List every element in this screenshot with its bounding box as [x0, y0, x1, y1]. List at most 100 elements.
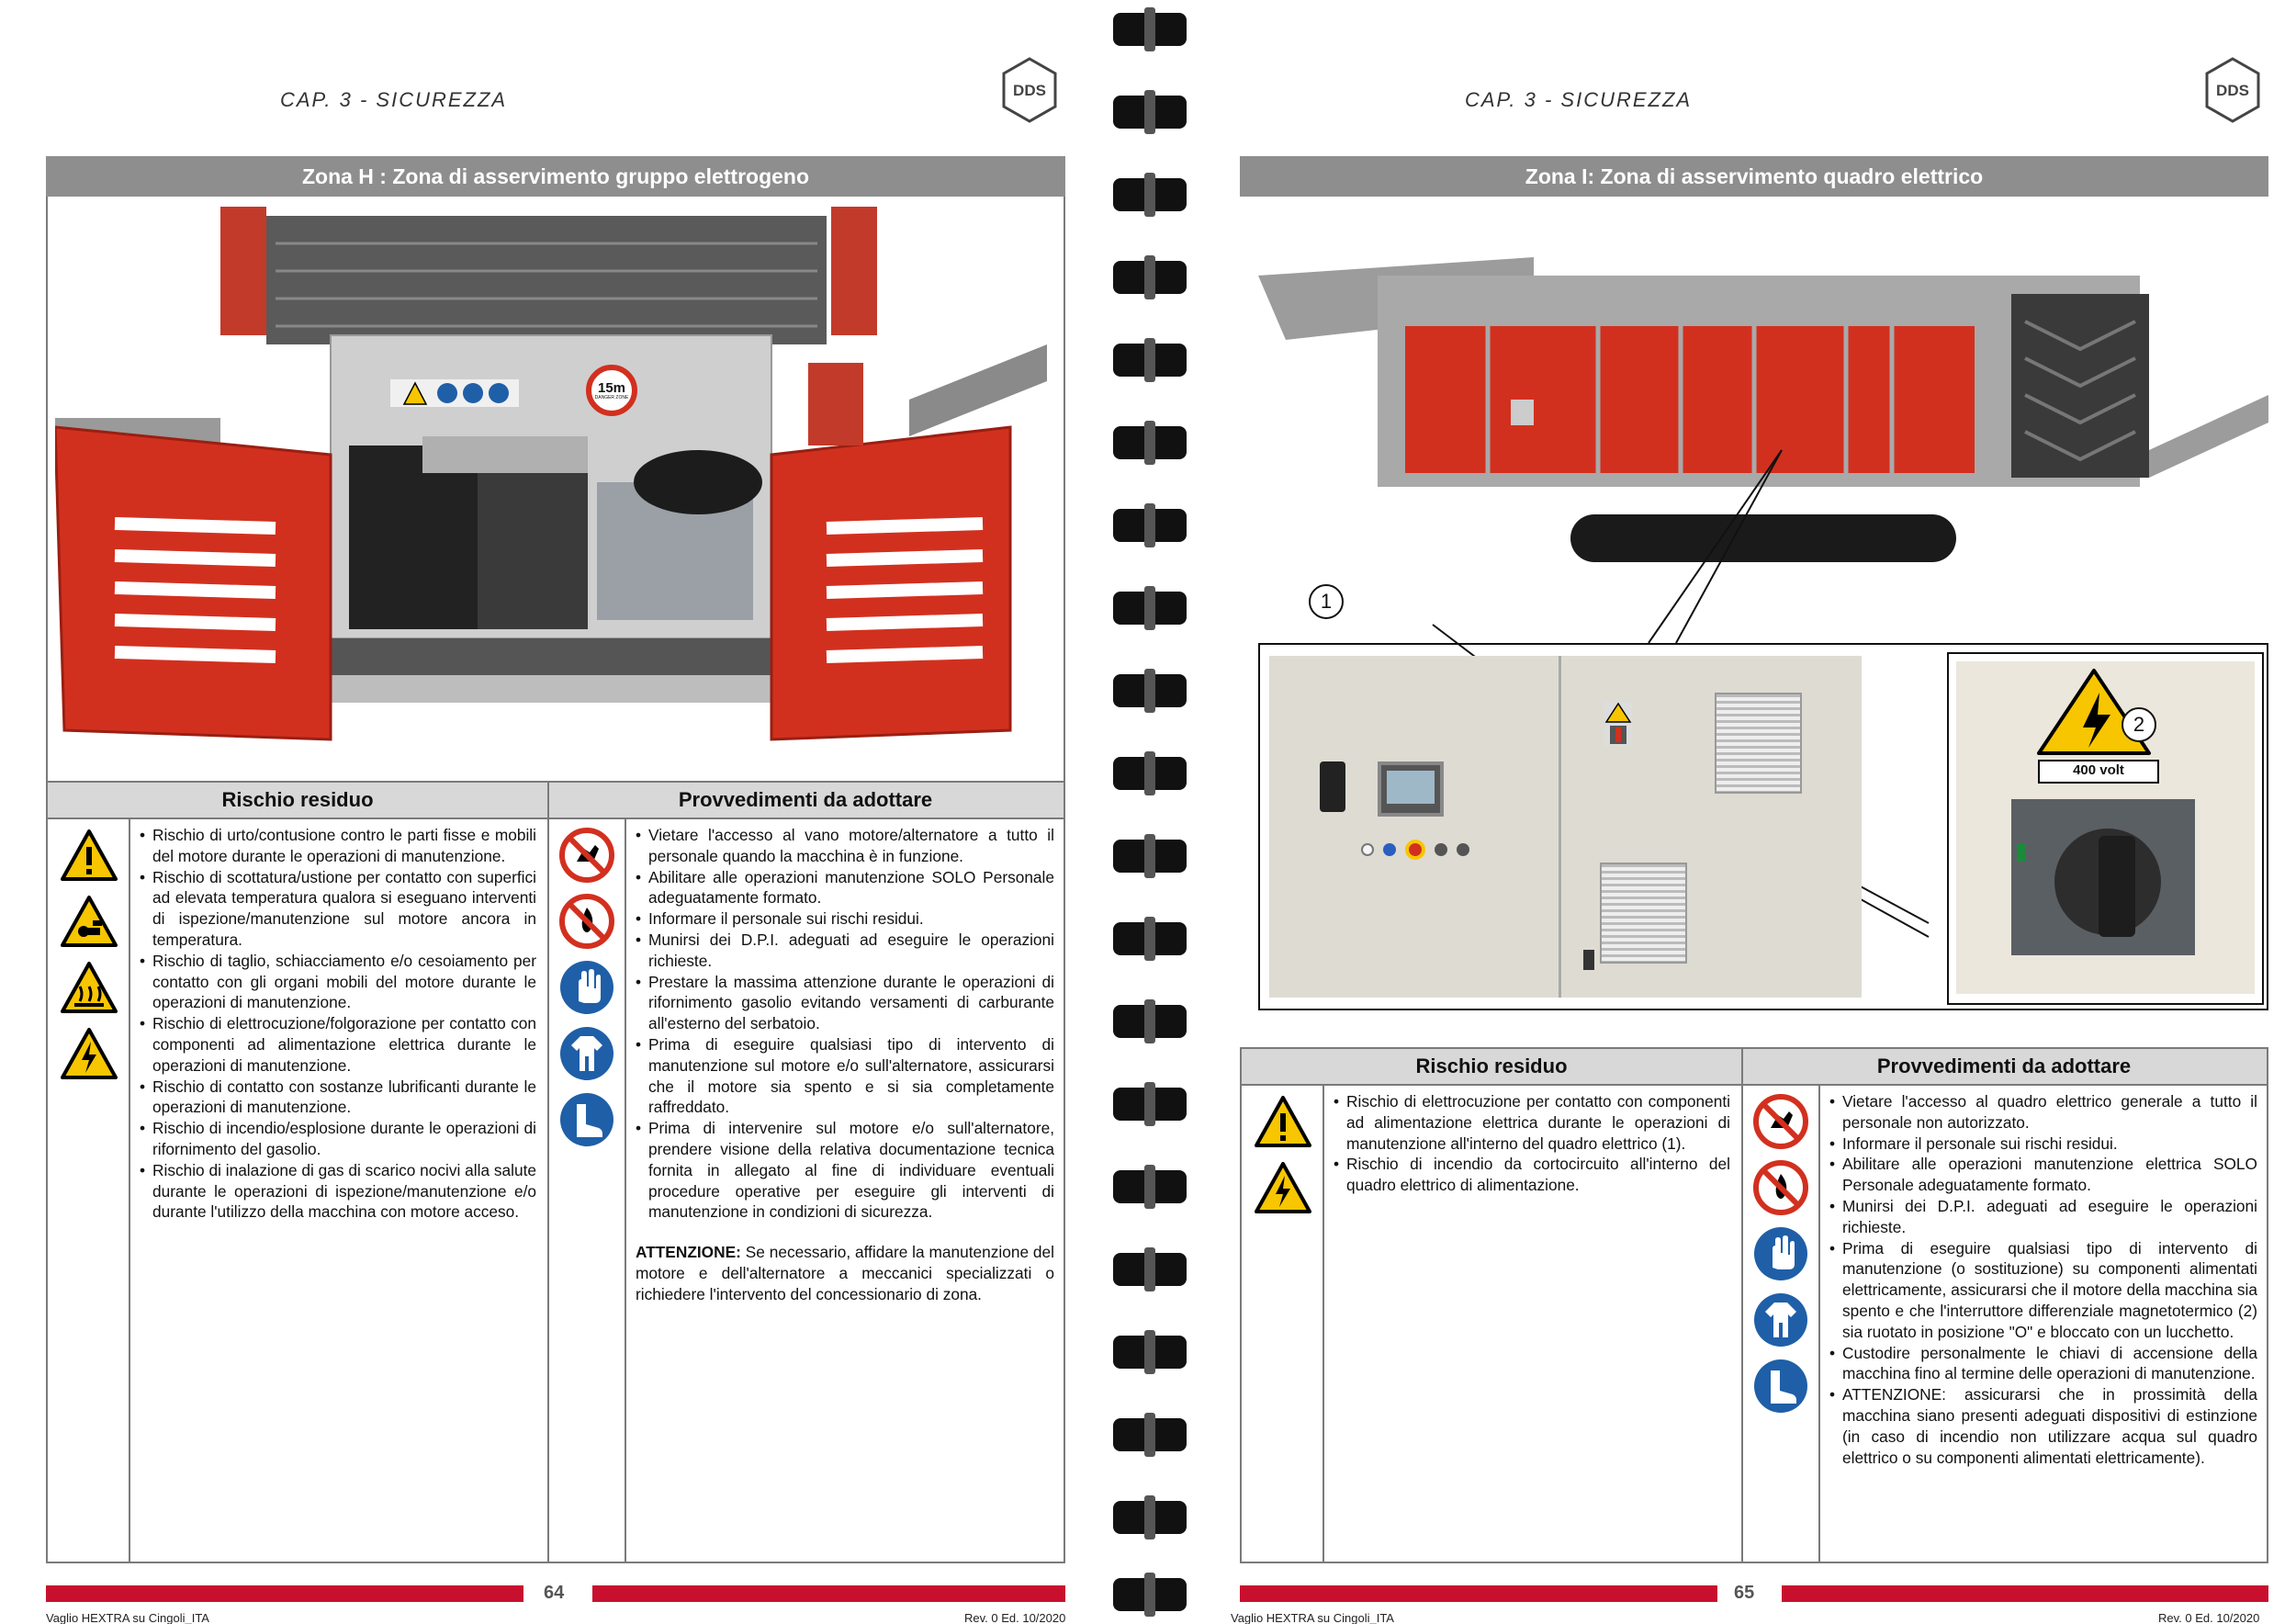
binding-ring [1113, 1082, 1187, 1126]
footer-bar-right [592, 1585, 1065, 1602]
action-item: Informare il personale sui rischi residu… [1829, 1133, 2257, 1155]
risk-item: Rischio di scottatura/ustione per contat… [140, 867, 536, 951]
action-item: ATTENZIONE: assicurarsi che in prossimit… [1829, 1384, 2257, 1468]
electrical-panel-photo [1269, 656, 1862, 998]
icon-col-divider [1322, 1086, 1324, 1562]
machine-photo [1258, 239, 2268, 579]
warning-general-icon [61, 829, 118, 881]
chapter-title: CAP. 3 - SICUREZZA [1465, 88, 1693, 111]
warning-general-icon [1255, 1096, 1311, 1147]
overalls-icon [560, 1027, 613, 1080]
footer-doc-title: Vaglio HEXTRA su Cingoli_ITA [1231, 1611, 1394, 1624]
no-access-hand-icon [559, 828, 614, 883]
attention-note: ATTENZIONE: Se necessario, affidare la m… [636, 1242, 1054, 1304]
binding-ring [1113, 1165, 1187, 1209]
icon-col-divider [1818, 1086, 1820, 1562]
no-access-hand-icon [1753, 1094, 1808, 1149]
danger-zone-text: DANGER ZONE [594, 394, 629, 400]
gloves-icon [560, 961, 613, 1014]
warning-icons [1251, 1093, 1315, 1216]
vent-grille-icon [1715, 693, 1802, 794]
dds-logo-text: DDS [1013, 82, 1046, 99]
footer-bar-right [1782, 1585, 2268, 1602]
safety-boots-icon [1754, 1359, 1807, 1413]
voltage-label: 400 volt [2073, 762, 2124, 778]
photo-frame [46, 197, 1065, 781]
action-item: Prima di eseguire qualsiasi tipo di inte… [636, 1034, 1054, 1118]
footer-bar-left [46, 1585, 523, 1602]
zone-title: Zona H : Zona di asservimento gruppo ele… [46, 156, 1065, 197]
col-actions-header: Provvedimenti da adottare [1741, 1049, 2267, 1086]
warning-icons [57, 827, 121, 1082]
binding-ring [1113, 669, 1187, 713]
action-item: Custodire personalmente le chiavi di acc… [1829, 1343, 2257, 1385]
action-item: Vietare l'accesso al quadro elettrico ge… [1829, 1091, 2257, 1133]
risk-table: Rischio residuo Provvedimenti da adottar… [46, 781, 1065, 1563]
main-switch-small [1604, 702, 1632, 746]
action-item: Informare il personale sui rischi residu… [636, 908, 1054, 930]
action-item: Abilitare alle operazioni manutenzione e… [1829, 1154, 2257, 1196]
dds-logo: DDS [2204, 57, 2261, 123]
gloves-icon [1754, 1227, 1807, 1280]
binding-ring [1113, 1330, 1187, 1374]
binding-ring [1113, 751, 1187, 795]
key-switch-icon [1320, 761, 1345, 812]
binding-ring [1113, 173, 1187, 217]
overalls-icon [1754, 1293, 1807, 1347]
binding-ring [1113, 1495, 1187, 1539]
binding-ring [1113, 90, 1187, 134]
binding-spine [1093, 0, 1203, 1624]
col-divider [1741, 1049, 1743, 1562]
risk-item: Rischio di urto/contusione contro le par… [140, 825, 536, 867]
right-page: CAP. 3 - SICUREZZA DDS Zona I: Zona di a… [1203, 0, 2296, 1624]
action-item: Prima di intervenire sul motore e/o sull… [636, 1118, 1054, 1223]
electric-shock-icon [61, 1028, 118, 1079]
action-item: Prima di eseguire qualsiasi tipo di inte… [1829, 1238, 2257, 1343]
action-item: Munirsi dei D.P.I. adeguati ad eseguire … [1829, 1196, 2257, 1238]
no-open-flame-icon [1753, 1160, 1808, 1215]
attention-text: Se necessario, affidare la manutenzione … [636, 1243, 1054, 1303]
switch-closeup-frame: 400 volt [1947, 652, 2264, 1005]
hot-surface-icon [61, 962, 118, 1013]
risk-table: Rischio residuo Provvedimenti da adottar… [1240, 1047, 2268, 1563]
hmi-display [1378, 761, 1444, 817]
binding-ring [1113, 421, 1187, 465]
binding-ring [1113, 1573, 1187, 1617]
binding-ring [1113, 338, 1187, 382]
safety-icons [557, 827, 617, 1148]
footer-revision: Rev. 0 Ed. 10/2020 [2158, 1611, 2260, 1624]
binding-ring [1113, 503, 1187, 547]
electric-shock-icon [1255, 1162, 1311, 1213]
binding-ring [1113, 834, 1187, 878]
binding-ring [1113, 917, 1187, 961]
safety-icons [1750, 1093, 1811, 1415]
actions-list: Vietare l'accesso al vano motore/alterna… [636, 825, 1054, 1223]
binding-ring [1113, 1413, 1187, 1457]
risk-item: Rischio di incendio/esplosione durante l… [140, 1118, 536, 1160]
left-page: CAP. 3 - SICUREZZA DDS Zona H : Zona di … [0, 0, 1093, 1624]
switch-closeup-photo: 400 volt [1956, 661, 2255, 994]
crush-hand-icon [61, 896, 118, 947]
col-risk-header: Rischio residuo [48, 783, 547, 819]
binding-ring [1113, 1247, 1187, 1291]
dds-logo-text: DDS [2216, 82, 2249, 99]
risk-list: Rischio di urto/contusione contro le par… [140, 825, 536, 1223]
actions-list: Vietare l'accesso al quadro elettrico ge… [1829, 1091, 2257, 1468]
risk-item: Rischio di elettrocuzione per contatto c… [1334, 1091, 1730, 1154]
page-number: 65 [1734, 1583, 1755, 1603]
chapter-title: CAP. 3 - SICUREZZA [280, 88, 508, 111]
risk-item: Rischio di incendio da cortocircuito all… [1334, 1154, 1730, 1196]
binding-ring [1113, 586, 1187, 630]
zone-title: Zona I: Zona di asservimento quadro elet… [1240, 156, 2268, 197]
danger-zone-distance: 15m [597, 379, 626, 396]
dds-logo: DDS [1001, 57, 1058, 123]
icon-col-divider [625, 819, 626, 1562]
vent-grille-icon [1600, 863, 1687, 964]
risk-item: Rischio di contatto con sostanze lubrifi… [140, 1077, 536, 1119]
safety-boots-icon [560, 1093, 613, 1146]
binding-ring [1113, 7, 1187, 51]
action-item: Munirsi dei D.P.I. adeguati ad eseguire … [636, 930, 1054, 972]
action-item: Vietare l'accesso al vano motore/alterna… [636, 825, 1054, 867]
generator-photo: 15m DANGER ZONE [55, 207, 1047, 767]
risk-list: Rischio di elettrocuzione per contatto c… [1334, 1091, 1730, 1196]
